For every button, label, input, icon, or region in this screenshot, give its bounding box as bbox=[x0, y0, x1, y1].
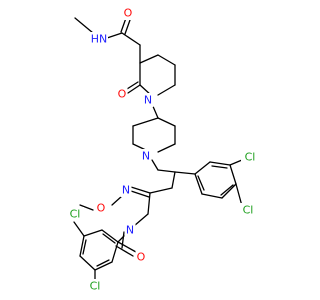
bond bbox=[111, 195, 123, 206]
bond bbox=[229, 159, 243, 166]
atom-label-background bbox=[95, 201, 107, 215]
bond bbox=[83, 229, 103, 237]
atom-label-cl-4: Cl bbox=[243, 204, 254, 217]
bond bbox=[132, 117, 159, 127]
bond bbox=[79, 235, 85, 257]
atom-label-cl-1: Cl bbox=[70, 208, 81, 221]
atom-label-background bbox=[120, 183, 132, 197]
atom-label-background bbox=[239, 203, 257, 217]
atom-label-background bbox=[122, 6, 134, 20]
bond bbox=[197, 175, 205, 191]
atom-label-background bbox=[116, 87, 128, 101]
bond bbox=[130, 186, 151, 194]
bond bbox=[121, 231, 125, 249]
bond bbox=[79, 255, 96, 271]
bond bbox=[127, 84, 141, 94]
atom-label-background bbox=[66, 207, 84, 221]
atom-label-n-lactam: N bbox=[144, 94, 152, 107]
atom-label-cl-3: Cl bbox=[245, 151, 256, 164]
bond-layer bbox=[73, 17, 243, 283]
bond bbox=[133, 213, 149, 227]
atom-label-background bbox=[241, 150, 259, 164]
bond bbox=[157, 143, 176, 153]
bond bbox=[101, 229, 119, 243]
bond bbox=[174, 171, 196, 175]
bond bbox=[147, 192, 151, 215]
bond bbox=[211, 165, 228, 169]
atom-label-o-benzamide: O bbox=[137, 251, 146, 264]
bond bbox=[139, 54, 159, 64]
bond bbox=[79, 204, 94, 211]
bond bbox=[73, 221, 85, 237]
bond bbox=[194, 161, 211, 175]
atom-label-cl-2: Cl bbox=[90, 280, 101, 293]
bond bbox=[209, 161, 231, 166]
bond bbox=[221, 183, 237, 199]
bond bbox=[157, 169, 176, 173]
atom-label-n-oxime: N bbox=[122, 184, 130, 197]
bond bbox=[126, 81, 139, 90]
bond bbox=[235, 183, 243, 207]
bond bbox=[102, 233, 116, 244]
bond bbox=[96, 259, 110, 267]
atom-label-background bbox=[90, 32, 108, 46]
bond bbox=[229, 164, 237, 185]
bond bbox=[157, 117, 176, 127]
bond bbox=[115, 245, 134, 257]
bond bbox=[120, 17, 127, 33]
atom-label-o-oxime: O bbox=[97, 202, 106, 215]
bond bbox=[111, 241, 119, 263]
atom-label-background bbox=[140, 149, 152, 163]
bond bbox=[157, 54, 176, 66]
atom-label-background bbox=[142, 93, 154, 107]
atom-label-o-lactam: O bbox=[118, 88, 127, 101]
bond bbox=[151, 159, 159, 171]
bond bbox=[201, 193, 223, 199]
bond bbox=[121, 32, 141, 46]
bond bbox=[94, 261, 113, 271]
atom-label-background bbox=[124, 223, 136, 237]
bond bbox=[149, 187, 173, 194]
bond bbox=[157, 84, 176, 96]
atom-label-nh: HN bbox=[91, 33, 108, 46]
bond bbox=[74, 17, 94, 34]
atom-label-background bbox=[135, 250, 147, 264]
atom-label-n-amide: N bbox=[126, 224, 134, 237]
atom-label-n-piperidine: N bbox=[142, 150, 150, 163]
bond bbox=[117, 241, 137, 253]
bond bbox=[171, 171, 176, 189]
atom-label-o-amide-top: O bbox=[124, 7, 133, 20]
bond bbox=[194, 173, 203, 195]
atom-label-background bbox=[86, 279, 104, 293]
bond bbox=[82, 239, 87, 255]
bond bbox=[130, 190, 150, 198]
bond bbox=[124, 19, 131, 35]
bond bbox=[220, 184, 234, 196]
